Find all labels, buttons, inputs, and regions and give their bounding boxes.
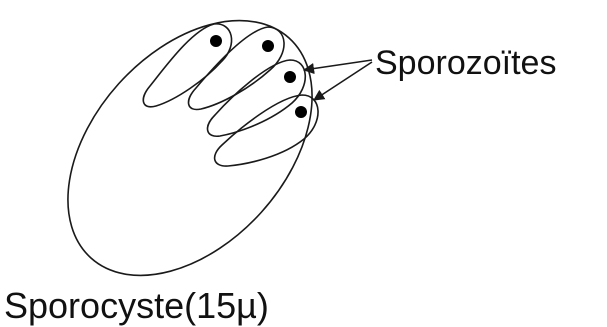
sporozoite-4-nucleus (295, 106, 307, 118)
sporozoite-4 (215, 95, 318, 166)
sporocyst-wall (20, 0, 361, 322)
sporozoite-3-nucleus (284, 71, 296, 83)
sporozoite-1-nucleus (210, 35, 222, 47)
sporozoites-label: Sporozoïtes (375, 44, 556, 82)
sporocyst-label: Sporocyste(15µ) (4, 285, 269, 326)
sporozoite-2-nucleus (262, 40, 274, 52)
